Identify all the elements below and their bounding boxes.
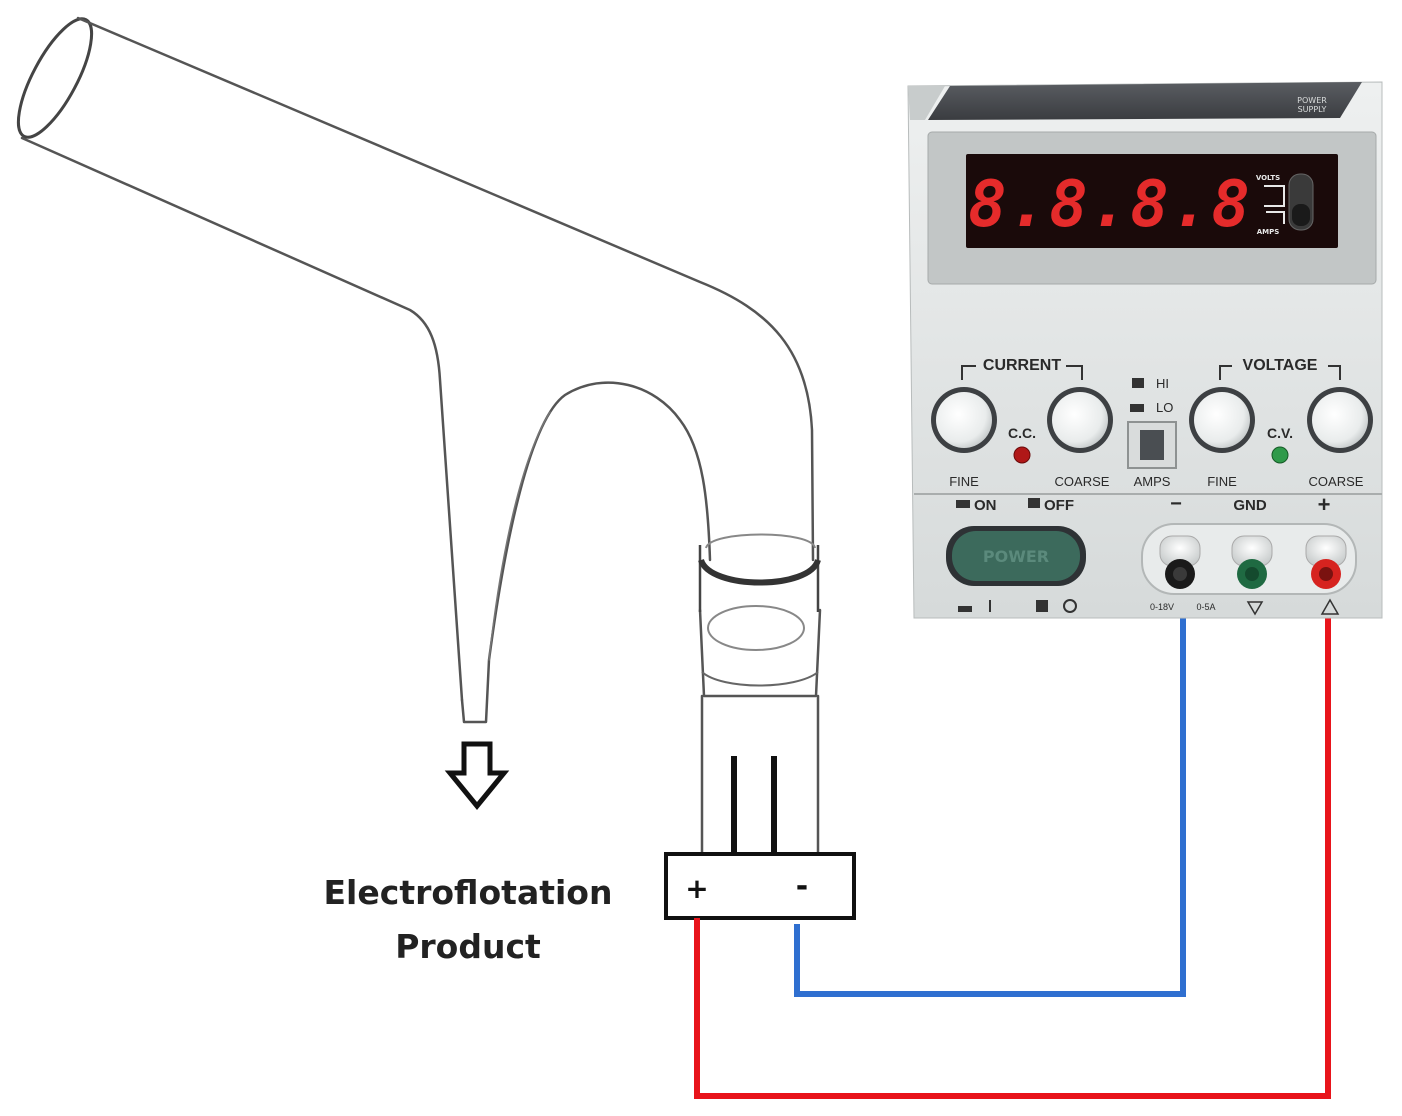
electroflotation-product-label: Electroflotation Product	[300, 866, 636, 974]
cc-label: C.C.	[1008, 425, 1036, 441]
display-screen	[966, 154, 1338, 248]
cv-led	[1271, 446, 1289, 464]
brand-label: POWER	[1297, 96, 1327, 105]
meter-switch-volts-label: VOLTS	[1256, 174, 1280, 182]
warning-triangle-icon	[1320, 598, 1340, 615]
current-coarse-label: COARSE	[1055, 474, 1110, 489]
cv-label: C.V.	[1267, 425, 1293, 441]
range-lo-label: LO	[1156, 400, 1173, 415]
current-group-label: CURRENT	[983, 357, 1061, 374]
negative-wire	[794, 590, 1186, 997]
voltage-fine-label: FINE	[1207, 474, 1237, 489]
svg-text:SUPPLY: SUPPLY	[1298, 105, 1327, 114]
voltage-coarse-label: COARSE	[1309, 474, 1364, 489]
ground-glass-joint	[698, 533, 821, 687]
positive-terminal[interactable]	[1305, 535, 1347, 589]
terminal-plus-label: +	[1318, 492, 1331, 517]
current-coarse-knob[interactable]	[1047, 387, 1113, 453]
amps-label: AMPS	[1134, 474, 1171, 489]
electrode-chamber	[700, 694, 820, 854]
positive-wire	[694, 590, 1331, 1099]
spec-voltage-label: 0-18V	[1150, 602, 1174, 612]
ground-symbol-icon	[1246, 601, 1264, 616]
product-label-line1: Electroflotation	[323, 873, 613, 912]
terminal-minus-label: −	[1170, 493, 1182, 515]
electrode-plus-label: +	[685, 872, 708, 905]
wires	[694, 590, 1331, 1099]
tube-opening	[16, 17, 94, 139]
power-button[interactable]: POWER	[946, 526, 1086, 586]
glass-tube	[16, 16, 822, 854]
down-arrow-icon	[444, 741, 510, 810]
range-hi-label: HI	[1156, 376, 1169, 391]
power-button-label: POWER	[983, 547, 1049, 566]
electrodes	[731, 756, 777, 856]
current-fine-label: FINE	[949, 474, 979, 489]
negative-terminal[interactable]	[1159, 535, 1201, 589]
cc-led	[1013, 446, 1031, 464]
tube-upper-wall	[76, 16, 815, 562]
current-fine-knob[interactable]	[931, 387, 997, 453]
voltage-coarse-knob[interactable]	[1307, 387, 1373, 453]
electrode-connector-box: + -	[664, 852, 856, 920]
off-label: OFF	[1044, 497, 1074, 514]
tube-lower-wall	[20, 136, 464, 702]
on-label: ON	[974, 497, 997, 514]
display-digits: 8.8.8.8	[968, 168, 1252, 242]
terminal-gnd-label: GND	[1233, 497, 1267, 514]
spec-current-label: 0-5A	[1196, 602, 1215, 612]
voltage-group-label: VOLTAGE	[1243, 357, 1318, 374]
outlet-stem	[460, 381, 712, 724]
voltage-fine-knob[interactable]	[1189, 387, 1255, 453]
ground-terminal[interactable]	[1231, 535, 1273, 589]
meter-switch-amps-label: AMPS	[1257, 228, 1280, 236]
product-label-line2: Product	[395, 927, 541, 966]
power-supply: POWER SUPPLY 8.8.8.8 VOLTS AMPS CURRENT …	[907, 81, 1383, 619]
power-supply-top-bar	[928, 82, 1362, 120]
electrode-minus-label: -	[796, 869, 808, 904]
